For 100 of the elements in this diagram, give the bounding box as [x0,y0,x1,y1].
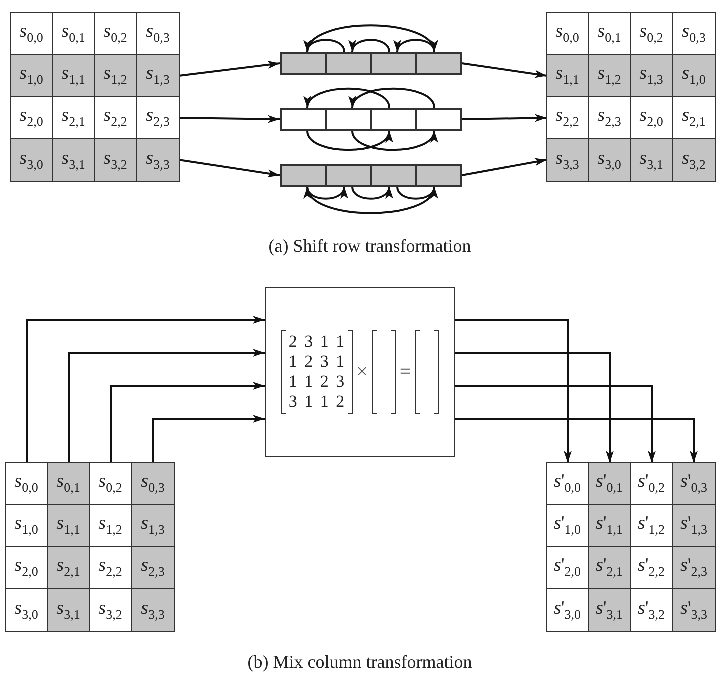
byte-slot [326,109,371,130]
arrow [178,115,280,124]
byte-slot [416,53,461,74]
state-cell: s$_{0,2}$ [90,463,132,505]
byte-slot [281,53,326,74]
matrix-row: 1 2 3 1 [288,352,345,372]
state-cell: s$_{2,2}$ [547,97,589,139]
state-cell: s$_{1,1}$ [53,55,95,97]
byte-row-bar [280,52,462,75]
curved-arrow [396,39,436,52]
byte-slot [281,165,326,186]
state-cell: s'$_{2,2}$ [631,547,673,589]
state-cell: s$_{2,1}$ [48,547,90,589]
curved-arrow [306,88,390,108]
state-cell: s'$_{1,0}$ [547,505,589,547]
arrow [178,159,280,178]
state-cell: s$_{3,2}$ [673,139,715,181]
state-cell: s$_{0,3}$ [132,463,174,505]
state-cell: s'$_{2,1}$ [589,547,631,589]
state-cell: s$_{0,1}$ [589,13,631,55]
state-cell: s$_{1,0}$ [6,505,48,547]
state-cell: s$_{2,2}$ [90,547,132,589]
arrow [152,415,265,463]
arrow [68,349,265,463]
arrow [462,62,548,78]
state-matrix [5,462,175,632]
curved-arrow [306,186,436,214]
state-cell: s$_{2,3}$ [589,97,631,139]
state-matrix [10,12,180,182]
curved-arrow [306,186,346,200]
state-matrix [546,12,716,182]
curved-arrow [306,130,390,152]
state-cell: s'$_{0,3}$ [673,463,715,505]
curved-arrow [396,186,436,200]
state-cell: s'$_{1,1}$ [589,505,631,547]
state-cell: s$_{1,3}$ [132,505,174,547]
curved-arrow [352,88,436,108]
arrow [110,382,265,463]
curved-arrow [352,186,392,200]
matrix-row: 3 1 1 2 [288,392,345,412]
state-cell: s$_{3,3}$ [137,139,179,181]
state-cell: s$_{0,0}$ [6,463,48,505]
byte-slot [371,109,416,130]
byte-row-bar [280,108,462,131]
arrow [462,114,548,122]
state-cell: s$_{1,2}$ [90,505,132,547]
curved-arrow [352,130,436,152]
state-cell: s$_{0,2}$ [95,13,137,55]
byte-slot [326,53,371,74]
byte-slot [416,109,461,130]
state-cell: s'$_{3,1}$ [589,589,631,631]
state-cell: s$_{0,1}$ [48,463,90,505]
byte-slot [281,109,326,130]
byte-slot [371,165,416,186]
arrow [455,319,572,463]
state-cell: s'$_{2,3}$ [673,547,715,589]
curved-arrow [306,39,346,52]
state-cell: s$_{0,2}$ [631,13,673,55]
state-cell: s$_{3,1}$ [53,139,95,181]
state-cell: s'$_{0,0}$ [547,463,589,505]
state-cell: s$_{1,3}$ [631,55,673,97]
state-cell: s$_{2,3}$ [132,547,174,589]
state-cell: s$_{2,2}$ [95,97,137,139]
state-matrix [546,462,716,632]
state-cell: s$_{0,0}$ [11,13,53,55]
state-cell: s$_{3,0}$ [589,139,631,181]
state-cell: s$_{2,0}$ [11,97,53,139]
state-cell: s$_{1,1}$ [48,505,90,547]
state-cell: s$_{1,0}$ [11,55,53,97]
state-cell: s$_{2,1}$ [53,97,95,139]
state-cell: s$_{1,2}$ [589,55,631,97]
state-cell: s$_{3,3}$ [547,139,589,181]
state-cell: s'$_{1,3}$ [673,505,715,547]
curved-arrow [350,39,390,52]
byte-slot [326,165,371,186]
matrix-row: 1 1 2 3 [288,372,345,392]
byte-row-bar [280,164,462,187]
operator-sign: = [398,360,412,384]
byte-slot [371,53,416,74]
arrow [455,418,698,463]
byte-slot [416,165,461,186]
arrow [178,61,280,77]
state-cell: s$_{3,2}$ [95,139,137,181]
figure-caption: (a) Shift row transformation [268,236,472,257]
state-cell: s$_{1,2}$ [95,55,137,97]
state-cell: s$_{3,3}$ [132,589,174,631]
arrow [462,158,548,176]
state-cell: s'$_{1,2}$ [631,505,673,547]
state-cell: s$_{0,1}$ [53,13,95,55]
arrow [26,316,265,463]
state-cell: s$_{0,0}$ [547,13,589,55]
state-cell: s$_{2,0}$ [631,97,673,139]
state-cell: s$_{3,1}$ [631,139,673,181]
state-cell: s$_{1,1}$ [547,55,589,97]
state-cell: s$_{1,0}$ [673,55,715,97]
state-cell: s$_{3,1}$ [48,589,90,631]
curved-arrow [306,24,436,52]
arrow [455,385,656,463]
state-cell: s'$_{0,1}$ [589,463,631,505]
mix-column-box [265,287,455,457]
